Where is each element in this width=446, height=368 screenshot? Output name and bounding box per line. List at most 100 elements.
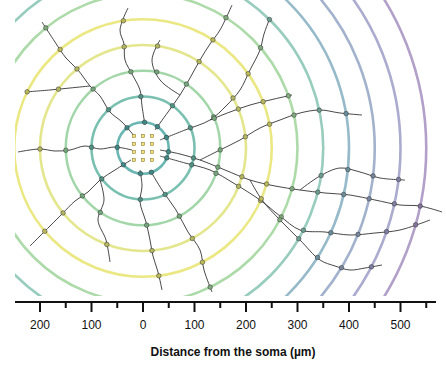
intersection-dot xyxy=(191,156,196,161)
axis-tick xyxy=(348,302,350,312)
intersection-dot xyxy=(369,265,374,270)
soma-dot xyxy=(133,143,136,146)
intersection-dot xyxy=(80,194,85,199)
intersection-dot xyxy=(105,242,110,247)
intersection-dot xyxy=(106,107,111,112)
intersection-dot xyxy=(177,214,182,219)
soma-dot xyxy=(133,159,136,162)
intersection-dot xyxy=(170,103,175,108)
intersection-dot xyxy=(190,236,195,241)
intersection-dot xyxy=(63,148,68,153)
intersection-dot xyxy=(129,69,134,74)
intersection-dot xyxy=(144,223,149,228)
intersection-dot xyxy=(267,17,272,22)
sholl-rings xyxy=(15,0,426,296)
distance-axis xyxy=(15,302,436,312)
sholl-ring xyxy=(15,0,375,296)
dendrite-branch xyxy=(152,40,180,95)
intersection-dot xyxy=(261,99,266,104)
intersection-dot xyxy=(236,184,241,189)
intersection-dot xyxy=(211,38,216,43)
intersection-dot xyxy=(290,186,295,191)
intersection-dot xyxy=(341,192,346,197)
intersection-dot xyxy=(197,59,202,64)
intersection-dot xyxy=(301,228,306,233)
intersection-dot xyxy=(328,230,333,235)
intersection-dot xyxy=(371,174,376,179)
intersection-dot xyxy=(61,211,66,216)
intersection-dot xyxy=(216,165,221,170)
dendrite-branch xyxy=(120,8,145,125)
intersection-dot xyxy=(367,197,372,202)
dendrite-tree xyxy=(18,5,442,292)
dendrite-branch xyxy=(25,86,90,92)
tick-label: 200 xyxy=(30,318,50,332)
axis-tick xyxy=(91,302,93,312)
dendrite-branch xyxy=(160,18,270,140)
intersection-dot xyxy=(212,116,217,121)
intersection-dot xyxy=(155,44,160,49)
sholl-ring xyxy=(15,0,349,296)
intersection-dot xyxy=(292,113,297,118)
tick-label: 400 xyxy=(339,318,359,332)
intersection-dot xyxy=(189,163,194,168)
axis-tick xyxy=(194,302,196,312)
intersection-dot xyxy=(315,255,320,260)
intersection-dot xyxy=(155,124,160,129)
intersection-dot xyxy=(392,202,397,207)
intersection-dot xyxy=(218,148,223,153)
soma-dot xyxy=(133,151,136,154)
axis-tick xyxy=(271,302,273,308)
intersection-dot xyxy=(259,197,264,202)
intersection-dot xyxy=(121,162,126,167)
axis-tick xyxy=(65,302,67,308)
dendrite-branch xyxy=(200,110,362,160)
soma-dot xyxy=(151,143,154,146)
dendrite-branch xyxy=(42,22,135,137)
dendrite-branch xyxy=(160,156,430,235)
intersection-dot xyxy=(264,182,269,187)
dendrite-branch xyxy=(250,180,382,270)
soma-dot xyxy=(151,159,154,162)
intersection-dot xyxy=(339,265,344,270)
soma-dot xyxy=(142,135,145,138)
intersection-dot xyxy=(208,285,213,290)
intersection-dot xyxy=(396,177,401,182)
intersection-dot xyxy=(278,217,283,222)
axis-tick xyxy=(297,302,299,312)
soma-dot xyxy=(133,135,136,138)
intersection-dots xyxy=(25,15,423,289)
soma-dot xyxy=(151,151,154,154)
tick-label: 100 xyxy=(184,318,204,332)
intersection-dot xyxy=(258,45,263,50)
intersection-dot xyxy=(150,248,155,253)
intersection-dot xyxy=(184,82,189,87)
intersection-dot xyxy=(413,222,418,227)
dendrite-branch xyxy=(150,170,212,292)
intersection-dot xyxy=(315,190,320,195)
sholl-ring xyxy=(15,0,298,296)
intersection-dot xyxy=(296,236,301,241)
intersection-dot xyxy=(163,192,168,197)
intersection-dot xyxy=(236,107,241,112)
intersection-dot xyxy=(224,15,229,20)
sholl-ring xyxy=(66,71,221,226)
soma-dot xyxy=(151,135,154,138)
intersection-dot xyxy=(154,70,159,75)
intersection-dot xyxy=(142,120,147,125)
intersection-dot xyxy=(319,173,324,178)
intersection-dot xyxy=(139,94,144,99)
axis-tick xyxy=(116,302,118,308)
dendrite-branch xyxy=(30,160,131,246)
sholl-ring xyxy=(40,45,246,251)
axis-tick xyxy=(400,302,402,312)
intersection-dot xyxy=(243,134,248,139)
intersection-dot xyxy=(138,197,143,202)
sholl-ring xyxy=(15,0,426,296)
intersection-dot xyxy=(240,174,245,179)
intersection-dot xyxy=(164,135,169,140)
axis-tick xyxy=(219,302,221,308)
soma-dot xyxy=(142,159,145,162)
